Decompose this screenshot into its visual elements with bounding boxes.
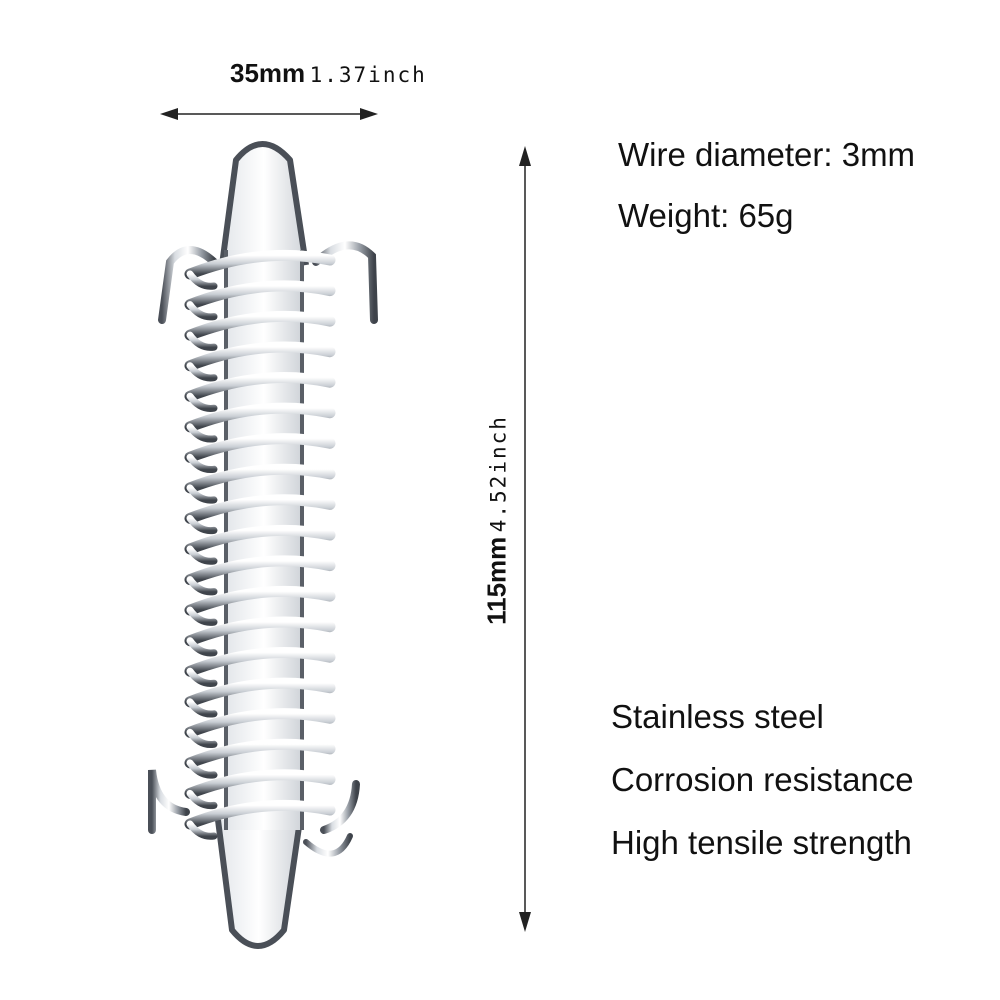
spring-coil <box>184 799 336 830</box>
spring-coil-edge <box>186 728 218 749</box>
spring-coil <box>184 738 336 769</box>
feature-corrosion-resistance: Corrosion resistance <box>611 761 914 798</box>
spring-coil <box>184 555 336 586</box>
spring-coil <box>184 524 336 555</box>
spring-coil <box>184 585 336 616</box>
spring-coil-edge <box>186 362 218 382</box>
spring-coil <box>184 433 336 463</box>
spring-coil-edge <box>186 270 218 290</box>
spring-coil <box>184 616 336 647</box>
spring-coil-edge <box>186 576 218 596</box>
spring-coil-edge <box>186 820 218 840</box>
spring-coil <box>184 494 336 524</box>
feature-stainless-steel: Stainless steel <box>611 698 824 735</box>
spring-coil-edge <box>186 423 218 443</box>
spring-coil-edge <box>186 667 218 687</box>
spring-coil <box>184 402 336 433</box>
height-inch-value: 4.52inch <box>486 415 511 533</box>
spring-coil <box>184 769 336 799</box>
spring-coil-edge <box>186 637 218 657</box>
height-dimension-label: 115mm 4.52inch <box>482 415 513 625</box>
spring-coil-edge <box>186 759 218 779</box>
wire-diameter-spec: Wire diameter: 3mm <box>618 136 916 173</box>
spring-coil-edge <box>186 789 218 810</box>
spring-coil-edge <box>186 545 218 565</box>
spring-icon <box>148 141 378 949</box>
spring-coil <box>184 708 336 738</box>
spring-coil <box>184 280 336 311</box>
spring-coil-edge <box>186 301 218 321</box>
height-mm-value: 115mm <box>481 536 512 625</box>
spring-coil-edge <box>186 514 218 535</box>
spring-coil-edge <box>186 331 218 351</box>
width-inch-value: 1.37inch <box>309 63 427 87</box>
width-dimension-label: 35mm 1.37inch <box>230 58 427 89</box>
feature-high-tensile-strength: High tensile strength <box>611 824 912 861</box>
spring-coil <box>184 341 336 372</box>
spring-coil-edge <box>186 484 218 504</box>
width-mm-value: 35mm <box>230 58 306 88</box>
spring-coil-edge <box>186 698 218 718</box>
spring-coil-edge <box>186 606 218 626</box>
spring-coil <box>184 249 336 280</box>
spring-coil <box>184 372 336 402</box>
spring-coil-edge <box>186 453 218 474</box>
spring-coil <box>184 677 336 708</box>
spring-coil-edge <box>186 392 218 412</box>
height-dimension-arrow <box>519 146 531 932</box>
spring-coil <box>184 310 336 341</box>
width-dimension-arrow <box>160 108 378 120</box>
spring-coil <box>184 463 336 494</box>
weight-spec: Weight: 65g <box>618 197 794 234</box>
spring-coil <box>184 647 336 677</box>
